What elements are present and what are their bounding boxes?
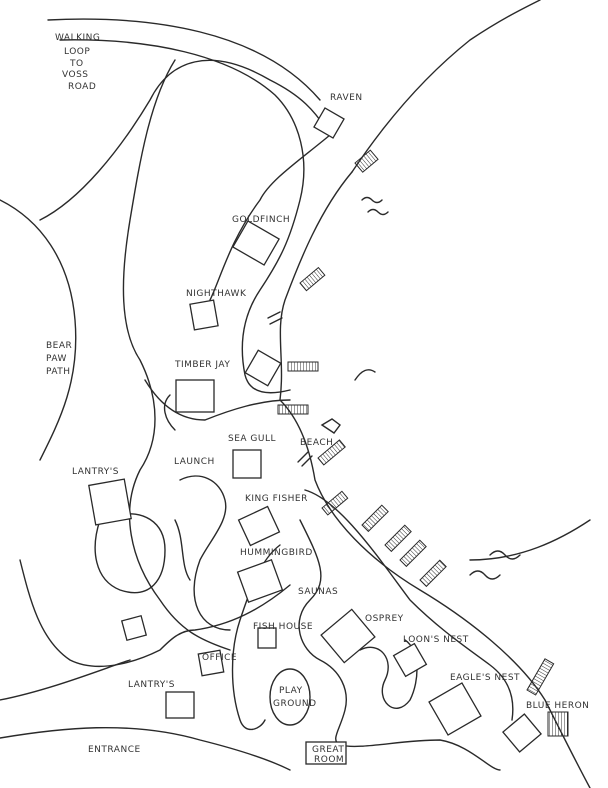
- play-ground-outline: [269, 668, 311, 726]
- label-entrance: ENTRANCE: [88, 745, 141, 755]
- building-timber-jay: [175, 379, 215, 413]
- label-walking: WALKING: [55, 33, 100, 43]
- building-hummingbird: [236, 558, 284, 604]
- label-hummingbird: HUMMINGBIRD: [240, 548, 313, 558]
- label-eagles-nest: EAGLE'S NEST: [450, 673, 520, 683]
- label-ground: GROUND: [273, 699, 317, 709]
- building-goldfinch: [232, 220, 280, 266]
- building-loons-nest: [392, 642, 428, 678]
- buildings: [88, 107, 542, 765]
- label-loop: LOOP: [64, 47, 90, 57]
- label-beach: BEACH: [300, 438, 333, 448]
- label-nighthawk: NIGHTHAWK: [186, 289, 247, 299]
- building-fish-house: [257, 627, 277, 649]
- label-sea-gull: SEA GULL: [228, 434, 276, 444]
- label-room: ROOM: [314, 755, 344, 765]
- building-sea-gull: [232, 449, 262, 479]
- label-lantrys-north: LANTRY'S: [72, 467, 119, 477]
- label-raven: RAVEN: [330, 93, 363, 103]
- building-beach-cabin: [244, 349, 282, 387]
- building-osprey: [320, 608, 376, 664]
- label-to: TO: [69, 59, 84, 69]
- building-office: [197, 649, 225, 677]
- label-timber-jay: TIMBER JAY: [174, 360, 230, 370]
- label-lantrys-south: LANTRY'S: [128, 680, 175, 690]
- label-launch: LAUNCH: [174, 457, 215, 467]
- label-office: OFFICE: [202, 653, 237, 663]
- label-king-fisher: KING FISHER: [245, 494, 308, 504]
- label-paw: PAW: [46, 354, 67, 364]
- building-blue-heron: [502, 713, 542, 753]
- label-loons-nest: LOON'S NEST: [403, 635, 469, 645]
- label-voss: VOSS: [62, 70, 89, 80]
- label-fish-house: FISH HOUSE: [253, 622, 313, 632]
- building-raven: [313, 107, 345, 139]
- water-marks: [267, 196, 521, 580]
- label-goldfinch: GOLDFINCH: [232, 215, 290, 225]
- great-room-box: [305, 741, 347, 765]
- docks: [277, 149, 569, 737]
- building-nighthawk: [189, 299, 219, 331]
- label-blue-heron: BLUE HERON: [526, 701, 589, 711]
- label-play: PLAY: [279, 686, 303, 696]
- building-lantrys-south: [165, 691, 195, 719]
- label-saunas: SAUNAS: [298, 587, 338, 597]
- boat-launch-icon: [320, 418, 341, 434]
- labels: WALKING LOOP TO VOSS ROAD BEAR PAW PATH …: [46, 33, 589, 765]
- building-eagles-nest: [428, 682, 482, 736]
- label-path: PATH: [46, 367, 71, 377]
- label-road: ROAD: [68, 82, 96, 92]
- shoreline: [279, 0, 591, 788]
- label-bear: BEAR: [46, 341, 72, 351]
- building-west: [120, 614, 148, 642]
- roads: [0, 18, 514, 771]
- label-great: GREAT: [312, 745, 344, 755]
- building-lantrys-north: [88, 478, 132, 526]
- building-king-fisher: [237, 505, 281, 547]
- label-osprey: OSPREY: [365, 614, 404, 624]
